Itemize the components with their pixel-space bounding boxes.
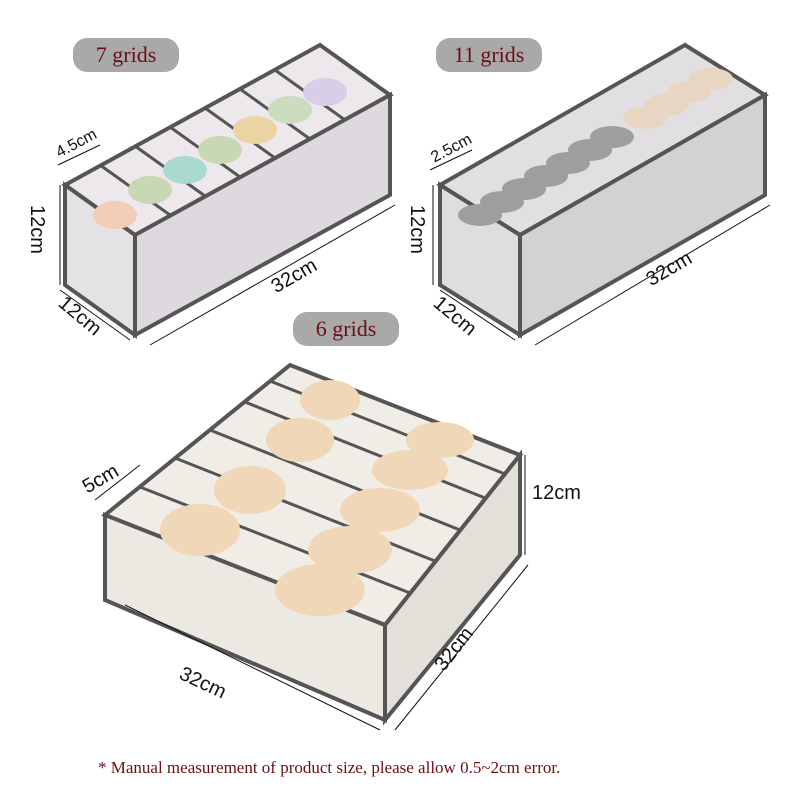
dim-7-height: 12cm (25, 205, 48, 254)
box-6-grids-drawing (94, 362, 529, 731)
measurement-footnote: * Manual measurement of product size, pl… (98, 758, 561, 777)
box-11-grids-drawing (429, 42, 771, 346)
badge-11-grids: 11 grids (436, 38, 542, 72)
dim-11-height: 12cm (405, 205, 428, 254)
dim-6-height: 12cm (532, 482, 581, 504)
badge-7-grids: 7 grids (73, 38, 179, 72)
badge-6-grids: 6 grids (293, 312, 399, 346)
box-7-grids-drawing (57, 42, 396, 346)
